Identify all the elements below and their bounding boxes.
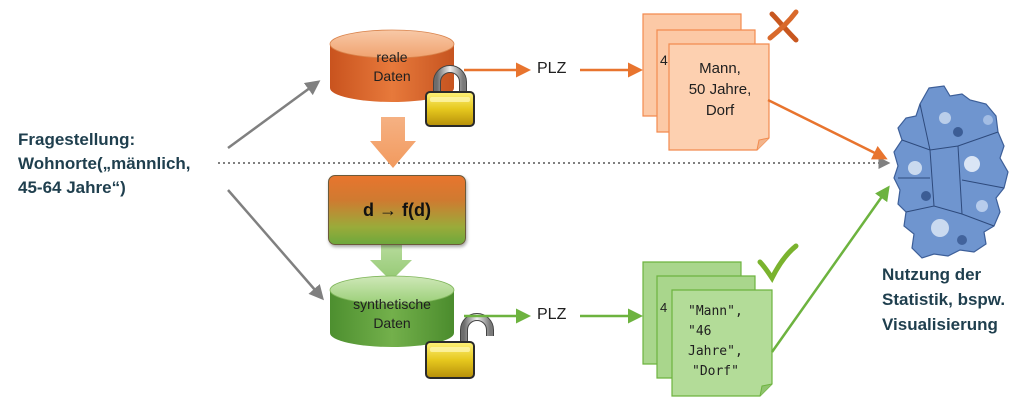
plz-label-real: PLZ [537, 60, 567, 77]
closed-padlock-icon [425, 65, 475, 127]
synthetic-record-text: "Mann", "46 Jahre", "Dorf" [688, 304, 743, 379]
plz-label-synthetic: PLZ [537, 306, 567, 323]
gray-arrow-to-real [227, 80, 321, 150]
synthetic-record-cards [642, 261, 773, 397]
cross-mark-icon [767, 9, 799, 43]
germany-map-icon [893, 85, 1009, 259]
synthetic-data-cylinder [329, 275, 455, 347]
real-record-cards [642, 13, 770, 151]
gray-arrow-to-synthetic [227, 189, 324, 301]
green-arrow-to-map [770, 185, 890, 353]
real-record-text: Mann, 50 Jahre, Dorf [688, 60, 752, 119]
synthetic-data-label: synthetische Daten [353, 296, 431, 331]
real-data-cylinder [329, 29, 455, 102]
real-card-peek-text: 4 [660, 52, 668, 68]
synthetic-card-peek-text: 4 [660, 300, 668, 315]
real-data-label: reale Daten [373, 49, 411, 84]
check-mark-icon [757, 243, 799, 283]
transform-box: d → f(d) [328, 175, 466, 245]
orange-arrow-to-map [767, 98, 888, 160]
orange-down-arrow [370, 117, 416, 168]
green-down-arrow [370, 244, 412, 281]
usage-label: Nutzung der Statistik, bspw. Visualisier… [882, 265, 1006, 334]
question-label: Fragestellung: Wohnorte(„männlich, 45-64… [18, 130, 191, 197]
